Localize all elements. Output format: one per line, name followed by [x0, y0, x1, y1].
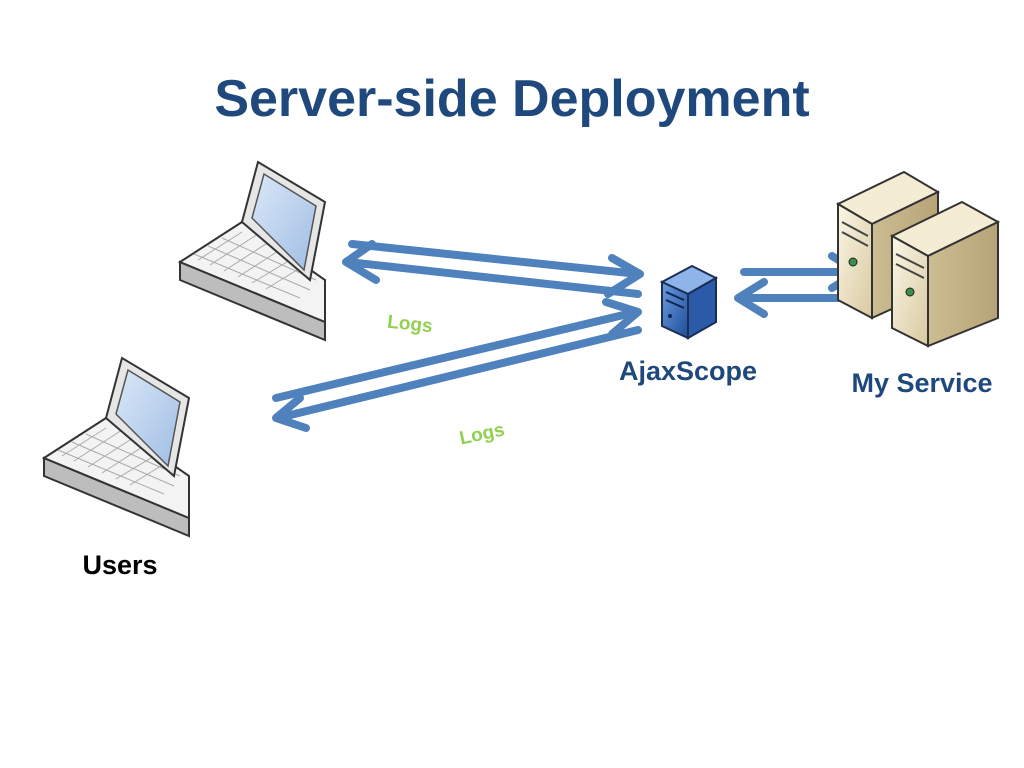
arrow-proxy-to-bottom — [274, 326, 642, 422]
server-pair-icon — [835, 170, 1001, 348]
arrow-service-to-proxy-head — [734, 278, 768, 318]
arrow-top-to-proxy — [348, 240, 642, 278]
server-icon — [659, 264, 719, 340]
logs-label-bottom: Logs — [458, 419, 507, 449]
laptop-bottom — [43, 357, 190, 537]
my-service-label: My Service — [851, 368, 992, 398]
logs-label-top: Logs — [386, 312, 433, 338]
arrow-proxy-to-bottom-head — [272, 394, 310, 432]
arrow-bottom-to-proxy — [272, 308, 640, 402]
arrow-top-pair — [342, 240, 644, 298]
arrow-bottom-pair — [272, 298, 642, 432]
arrow-bottom-to-proxy-head — [602, 298, 642, 338]
users-label: Users — [82, 550, 157, 580]
ajaxscope-label: AjaxScope — [619, 356, 757, 386]
arrow-top-to-proxy-head — [604, 254, 644, 298]
page-title: Server-side Deployment — [214, 70, 809, 128]
laptop-top — [179, 161, 326, 341]
arrow-proxy-to-top — [344, 258, 642, 298]
arrow-proxy-to-top-head — [342, 240, 380, 284]
